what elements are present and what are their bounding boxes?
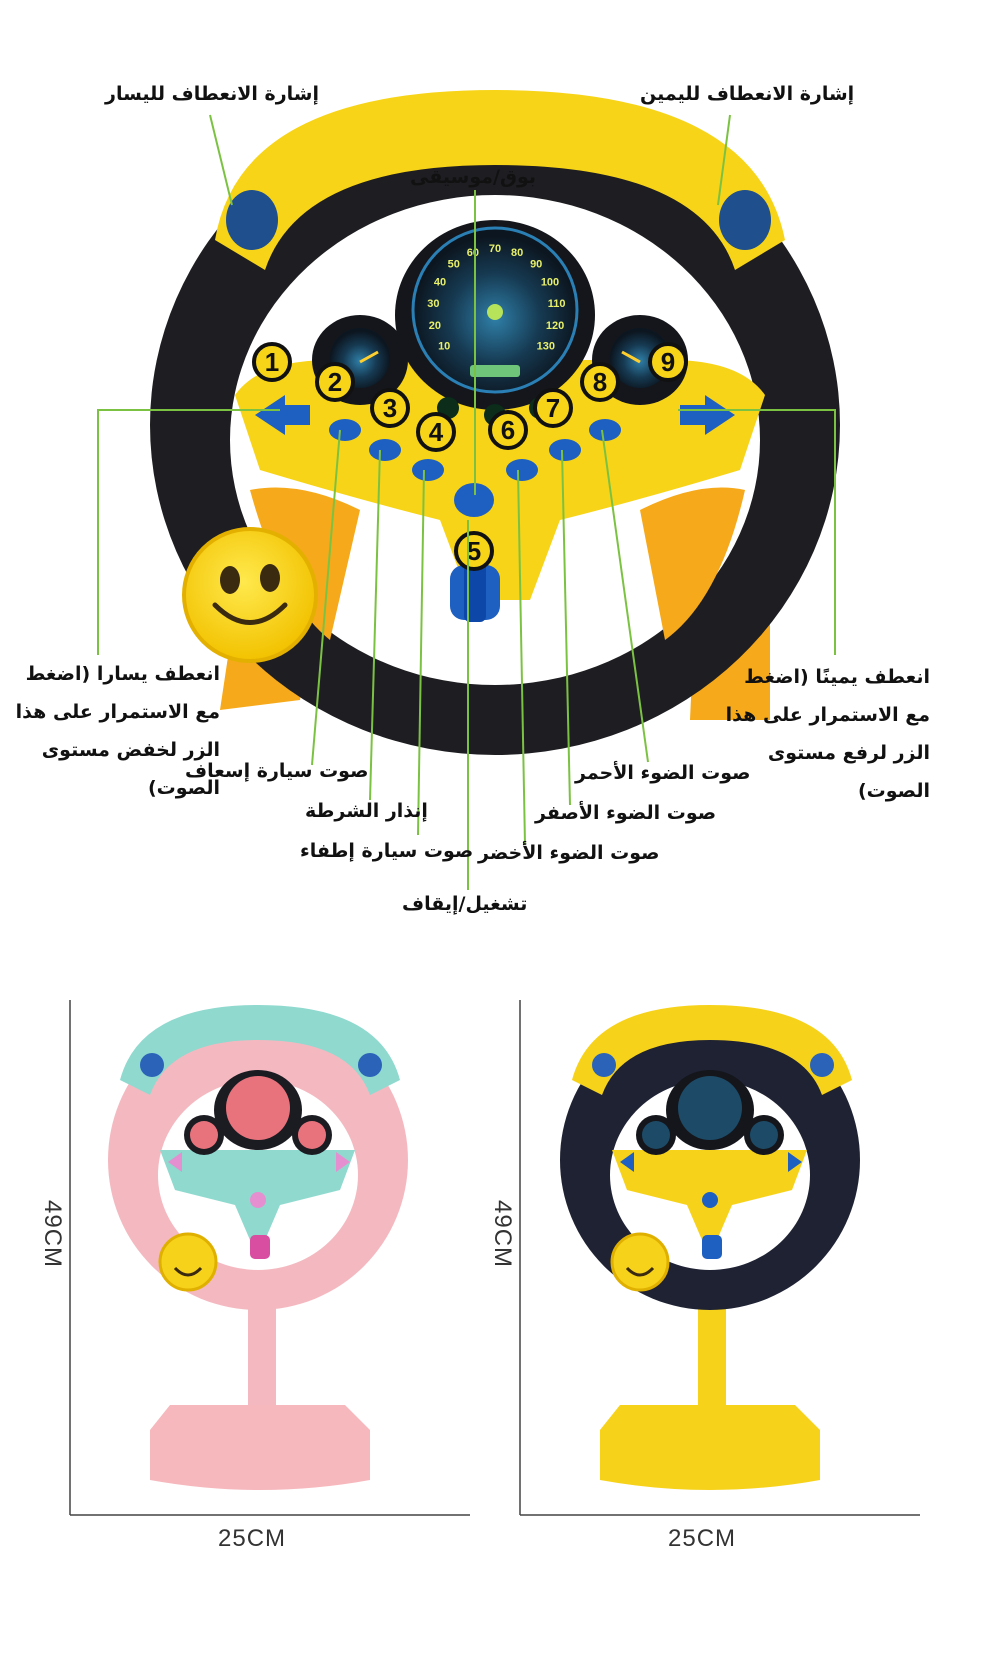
speed-tick-60: 60 <box>467 247 479 259</box>
label-turn-right: انعطف يمينًا (اضغط مع الاستمرار على هذا … <box>725 666 930 802</box>
speed-tick-90: 90 <box>530 259 542 271</box>
speed-tick-50: 50 <box>448 259 460 271</box>
speed-tick-80: 80 <box>511 247 523 259</box>
speed-tick-70: 70 <box>489 243 501 255</box>
callout-1: 1 <box>252 342 292 382</box>
callout-7: 7 <box>533 388 573 428</box>
right-height-dimension: 49CM <box>489 1200 516 1269</box>
label-green-light: صوت الضوء الأخضر <box>478 842 660 864</box>
svg-text:3: 3 <box>383 393 397 423</box>
speed-tick-20: 20 <box>429 320 441 332</box>
label-ambulance: صوت سيارة إسعاف <box>185 760 369 782</box>
speed-tick-10: 10 <box>438 341 450 353</box>
left-width-dimension: 25CM <box>218 1525 287 1552</box>
leader-lines <box>97 114 836 890</box>
svg-text:8: 8 <box>593 367 607 397</box>
ambulance-button[interactable] <box>329 419 361 441</box>
callout-6: 6 <box>488 410 528 450</box>
svg-text:2: 2 <box>328 367 342 397</box>
speed-tick-30: 30 <box>427 298 439 310</box>
on-off-knob[interactable] <box>464 562 486 622</box>
label-horn-music: بوق/موسيقى <box>410 166 536 188</box>
horn-button[interactable] <box>454 483 494 517</box>
turn-left-button[interactable] <box>255 395 310 435</box>
callout-3: 3 <box>370 388 410 428</box>
left-signal-speaker[interactable] <box>226 190 278 250</box>
svg-text:6: 6 <box>501 415 515 445</box>
label-yellow-light: صوت الضوء الأصفر <box>535 802 717 824</box>
label-turn-signal-right: إشارة الانعطاف لليمين <box>640 83 855 105</box>
right-width-dimension: 25CM <box>668 1525 737 1552</box>
callout-8: 8 <box>580 362 620 402</box>
speed-tick-130: 130 <box>537 341 555 353</box>
numbered-callouts: 1 2 3 4 5 6 7 8 9 <box>252 342 688 571</box>
yellow-wheel-variant <box>519 1000 920 1516</box>
svg-text:7: 7 <box>546 393 560 423</box>
callout-4: 4 <box>416 412 456 452</box>
red-light-button[interactable] <box>589 419 621 441</box>
turn-right-button[interactable] <box>680 395 735 435</box>
right-signal-speaker[interactable] <box>719 190 771 250</box>
fire-truck-button[interactable] <box>412 459 444 481</box>
label-fire-truck: صوت سيارة إطفاء <box>300 840 474 862</box>
label-red-light: صوت الضوء الأحمر <box>575 762 751 784</box>
speed-tick-100: 100 <box>541 276 559 288</box>
green-light-button[interactable] <box>506 459 538 481</box>
label-turn-signal-left: إشارة الانعطاف لليسار <box>105 83 320 105</box>
speed-tick-40: 40 <box>434 276 446 288</box>
speed-tick-120: 120 <box>546 320 564 332</box>
label-police: إنذار الشرطة <box>305 800 428 822</box>
smiley-horn[interactable] <box>182 527 318 663</box>
speed-tick-110: 110 <box>548 298 566 310</box>
callout-5: 5 <box>454 531 494 571</box>
svg-text:4: 4 <box>429 417 444 447</box>
svg-text:1: 1 <box>265 347 279 377</box>
police-button[interactable] <box>369 439 401 461</box>
yellow-light-button[interactable] <box>549 439 581 461</box>
label-on-off: تشغيل/إيقاف <box>402 893 528 915</box>
svg-text:5: 5 <box>467 536 481 566</box>
callout-9: 9 <box>648 342 688 382</box>
svg-text:9: 9 <box>661 347 675 377</box>
label-turn-left: انعطف يسارا (اضغط مع الاستمرار على هذا ا… <box>15 663 220 799</box>
left-height-dimension: 49CM <box>39 1200 66 1269</box>
callout-2: 2 <box>315 362 355 402</box>
pink-wheel-variant <box>69 1000 470 1516</box>
